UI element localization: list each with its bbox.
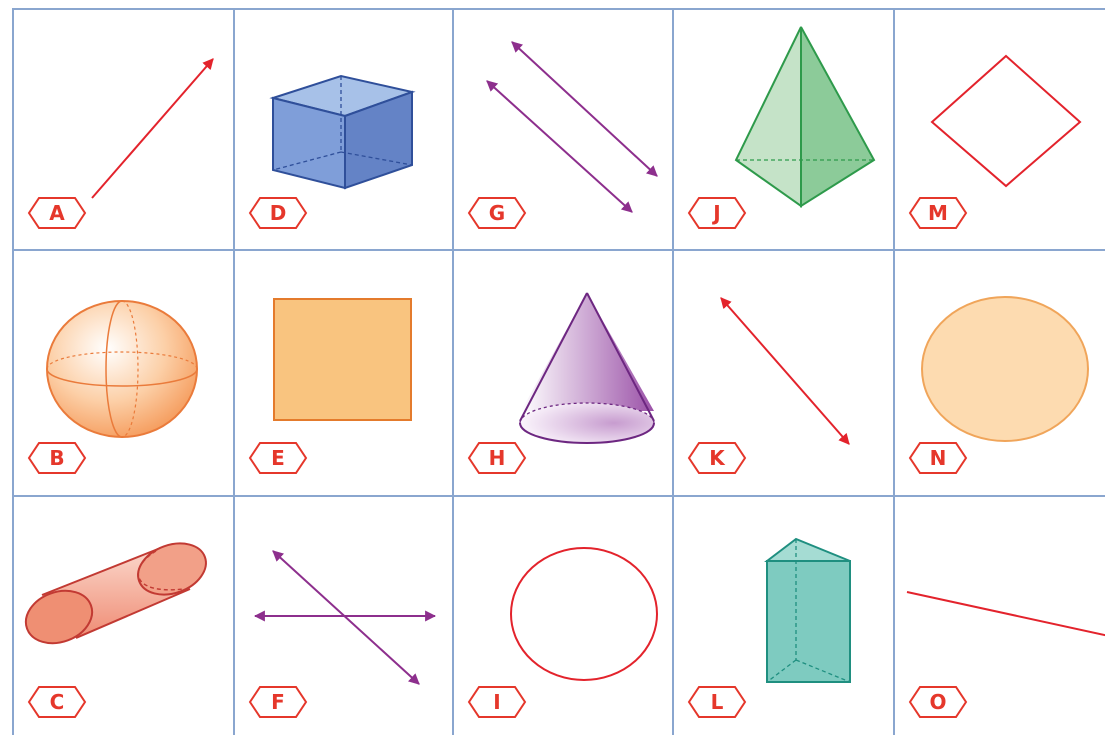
grid-line-col-3: [672, 8, 674, 735]
label-f: F: [271, 690, 285, 714]
triangular-prism-icon: [764, 537, 851, 683]
rhombus-icon: [930, 54, 1082, 188]
card-e: E: [235, 251, 452, 495]
label-badge-b: B: [27, 441, 87, 475]
sphere-icon: [46, 300, 198, 438]
label-o: O: [929, 690, 947, 714]
label-badge-h: H: [467, 441, 527, 475]
card-g: G: [454, 10, 672, 249]
grid-line-row-2: [12, 495, 1105, 497]
label-a: A: [49, 201, 65, 225]
card-j: J: [674, 10, 893, 249]
label-badge-f: F: [248, 685, 308, 719]
card-l: L: [674, 497, 893, 735]
label-c: C: [49, 690, 65, 714]
card-i: I: [454, 497, 672, 735]
grid-line-col-2: [452, 8, 454, 735]
label-n: N: [929, 446, 947, 470]
filled-circle-icon: [921, 296, 1089, 442]
cylinder-icon: [24, 542, 207, 645]
line-segment-icon: [906, 591, 1105, 637]
grid-line-col-0: [12, 8, 14, 735]
label-badge-c: C: [27, 685, 87, 719]
label-badge-g: G: [467, 196, 527, 230]
label-badge-m: M: [908, 196, 968, 230]
label-badge-n: N: [908, 441, 968, 475]
label-g: G: [488, 201, 506, 225]
cone-icon: [519, 292, 655, 444]
ray-icon: [91, 58, 214, 199]
card-h: H: [454, 251, 672, 495]
label-h: H: [488, 446, 506, 470]
circle-icon: [510, 547, 658, 681]
grid-line-col-4: [893, 8, 895, 735]
label-badge-k: K: [687, 441, 747, 475]
parallel-lines-icon: [486, 41, 658, 213]
square-icon: [273, 298, 412, 421]
label-l: L: [710, 690, 724, 714]
label-d: D: [269, 201, 287, 225]
card-b: B: [14, 251, 233, 495]
card-n: N: [895, 251, 1105, 495]
label-badge-j: J: [687, 196, 747, 230]
label-e: E: [271, 446, 285, 470]
label-badge-d: D: [248, 196, 308, 230]
label-j: J: [713, 201, 721, 225]
label-badge-l: L: [687, 685, 747, 719]
card-d: D: [235, 10, 452, 249]
grid-line-col-1: [233, 8, 235, 735]
card-f: F: [235, 497, 452, 735]
label-i: I: [493, 690, 501, 714]
card-a: A: [14, 10, 233, 249]
grid-line-top: [12, 8, 1105, 10]
card-c: C: [14, 497, 233, 735]
label-badge-e: E: [248, 441, 308, 475]
card-o: O: [895, 497, 1105, 735]
label-badge-i: I: [467, 685, 527, 719]
label-k: K: [709, 446, 725, 470]
card-k: K: [674, 251, 893, 495]
label-m: M: [928, 201, 948, 225]
intersecting-lines-icon: [253, 550, 437, 685]
label-badge-o: O: [908, 685, 968, 719]
grid-line-row-1: [12, 249, 1105, 251]
label-badge-a: A: [27, 196, 87, 230]
cube-icon: [269, 74, 416, 190]
label-b: B: [49, 446, 65, 470]
card-m: M: [895, 10, 1105, 249]
pyramid-icon: [734, 26, 876, 208]
line-icon: [720, 297, 850, 445]
